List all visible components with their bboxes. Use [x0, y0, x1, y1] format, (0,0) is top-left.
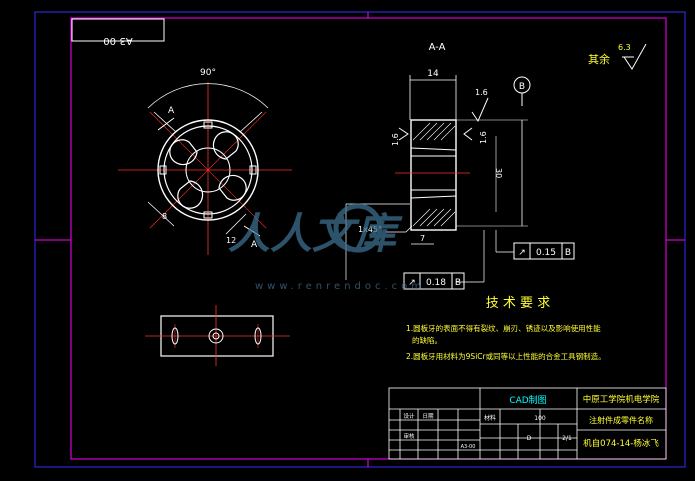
dim-7: 7 — [420, 234, 425, 243]
watermark-logo-icon — [333, 203, 383, 253]
tb-date-label: 日期 — [422, 413, 434, 420]
tol-bottom-symbol: ↗ — [408, 278, 416, 288]
tb-cell-d: D — [527, 435, 532, 442]
tol-bottom-value: 0.18 — [426, 278, 446, 288]
tb-designer-label: 设计 — [403, 412, 415, 420]
angle-dim-90: 90° — [200, 68, 216, 78]
tb-cad-label: CAD制图 — [509, 394, 546, 406]
cut-label-a-top: A — [168, 106, 175, 116]
tech-req-item2: 2.圆板牙用材料为9SiCr或同等以上性能的合金工具钢制造。 — [406, 351, 606, 361]
datum-b-label: B — [519, 82, 525, 92]
dim-12: 12 — [226, 236, 236, 245]
tb-cell-2: 2/1 — [562, 435, 572, 442]
tb-material-label: 材料 — [484, 414, 496, 422]
tb-checker-label: 审核 — [403, 432, 415, 440]
diameter-dim-30: 30 — [494, 168, 503, 178]
tech-req-title: 技 术 要 求 — [486, 296, 550, 311]
roughness-symbol-icon — [623, 43, 647, 70]
front-view — [118, 82, 292, 255]
tol-bottom-datum: B — [455, 278, 461, 288]
bottom-view — [145, 305, 290, 366]
tb-drawing-no: 机自074-14-杨冰飞 — [583, 438, 659, 449]
surface-finish-label: 其余 — [588, 52, 610, 66]
tb-cell-100: 100 — [534, 415, 546, 422]
tol-right-value: 0.15 — [536, 248, 556, 258]
tech-req-item1b: 的缺陷。 — [412, 335, 442, 345]
tol-right-datum: B — [565, 248, 571, 258]
cut-label-a-bottom: A — [251, 240, 258, 250]
roughness-left: 1.6 — [391, 133, 400, 146]
section-view — [345, 75, 531, 283]
tb-school: 中原工学院机电学院 — [583, 394, 660, 405]
section-label: A-A — [429, 42, 446, 53]
tech-req-item1: 1.圆板牙的表面不得有裂纹、崩刃、锈迹以及影响使用性能 — [406, 323, 601, 333]
surface-finish-value: 6.3 — [618, 43, 631, 52]
dim-8: 8 — [162, 212, 167, 221]
chamfer-dim: 1x45° — [358, 225, 382, 234]
drawing-number-box — [71, 18, 165, 42]
watermark: 人人文库 www.renrendoc.com — [228, 203, 425, 292]
width-dim-14: 14 — [427, 69, 439, 79]
watermark-url: www.renrendoc.com — [255, 281, 425, 292]
tolerance-frame-right — [513, 242, 575, 260]
tb-part-title: 注射件成零件名称 — [589, 415, 653, 425]
tol-right-symbol: ↗ — [518, 248, 526, 258]
watermark-brand: 人人文库 — [228, 209, 403, 258]
drawing-number-mirrored: A3-00 — [103, 35, 133, 46]
title-block — [388, 387, 667, 460]
roughness-top: 1.6 — [475, 88, 488, 97]
tolerance-frame-bottom — [403, 272, 465, 290]
tb-size-label: A3-00 — [461, 444, 476, 450]
roughness-right: 1.6 — [479, 131, 488, 144]
